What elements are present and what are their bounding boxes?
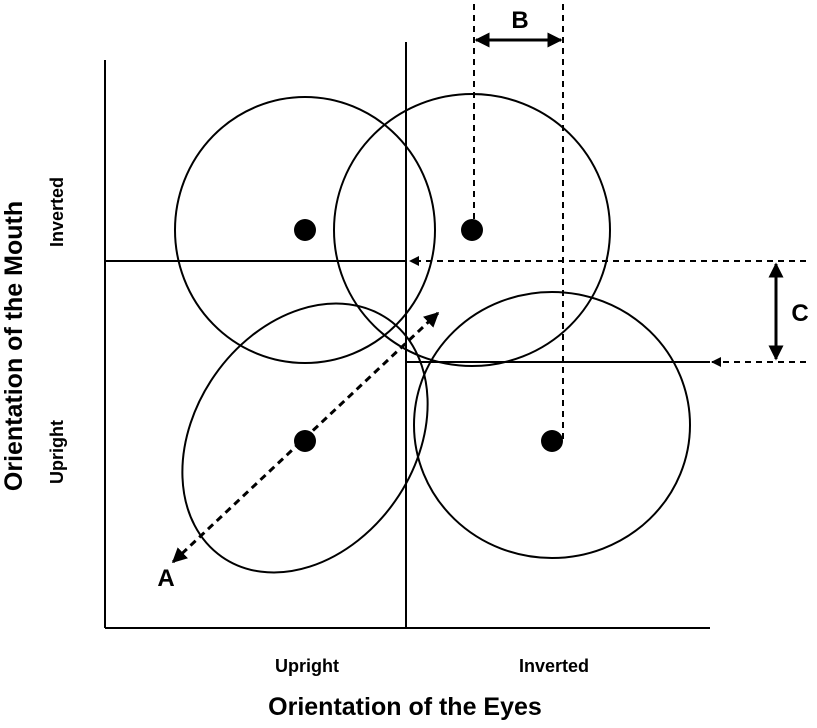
center-dot-upright-eyes-upright-mouth — [294, 430, 316, 452]
marker-label-a: A — [157, 565, 174, 592]
y-axis-title: Orientation of the Mouth — [0, 201, 28, 491]
center-dot-inverted-eyes-upright-mouth — [541, 430, 563, 452]
ellipse-inverted-eyes-upright-mouth — [413, 291, 691, 559]
ellipse-inverted-eyes-inverted-mouth — [333, 93, 611, 367]
arrow-a — [171, 311, 440, 564]
x-tick-inverted: Inverted — [519, 656, 589, 676]
y-tick-upright: Upright — [47, 420, 67, 484]
center-dot-upright-eyes-inverted-mouth — [294, 219, 316, 241]
y-tick-inverted: Inverted — [47, 177, 67, 247]
x-tick-upright: Upright — [275, 656, 339, 676]
marker-label-b: B — [511, 7, 528, 34]
x-axis-title: Orientation of the Eyes — [268, 693, 542, 721]
marker-label-c: C — [791, 300, 808, 327]
center-dot-inverted-eyes-inverted-mouth — [461, 219, 483, 241]
